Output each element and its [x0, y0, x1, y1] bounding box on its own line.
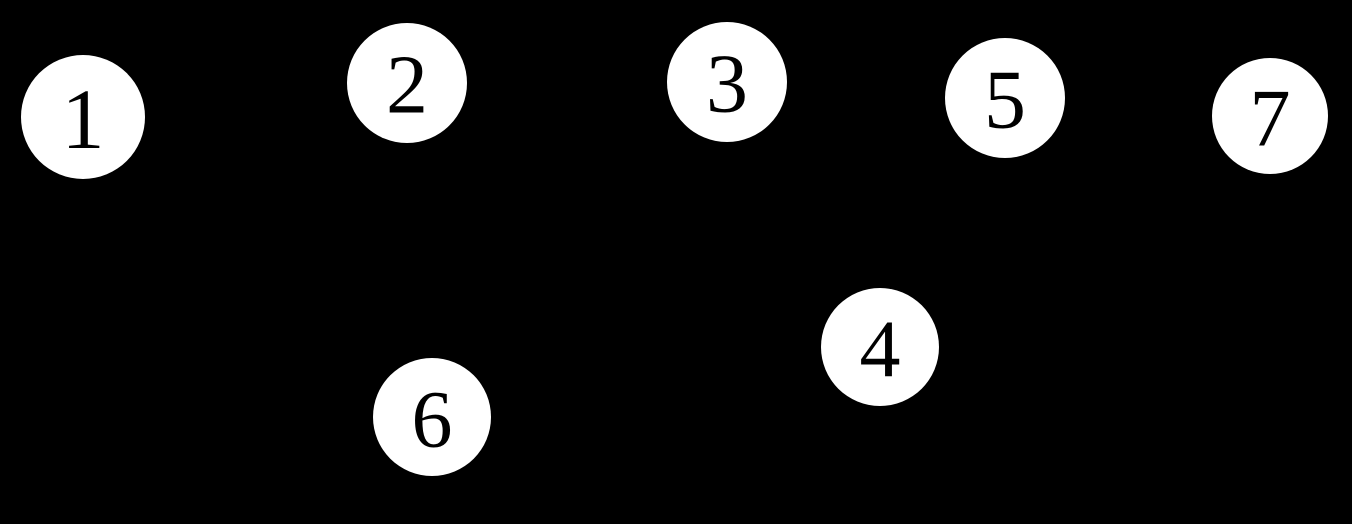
- node-circle[interactable]: [1212, 58, 1328, 174]
- node-label: 2: [386, 39, 428, 132]
- node-circle[interactable]: [821, 288, 939, 406]
- node-label: 3: [706, 38, 748, 131]
- graph-node-5[interactable]: 5: [945, 38, 1065, 158]
- node-label: 7: [1250, 73, 1291, 164]
- node-label: 4: [860, 304, 901, 395]
- node-label: 1: [62, 71, 105, 167]
- node-circle[interactable]: [347, 23, 467, 143]
- node-circle[interactable]: [21, 55, 145, 179]
- graph-node-7[interactable]: 7: [1212, 58, 1328, 174]
- node-circle[interactable]: [373, 358, 491, 476]
- graph-node-4[interactable]: 4: [821, 288, 939, 406]
- node-circle[interactable]: [945, 38, 1065, 158]
- graph-node-6[interactable]: 6: [373, 358, 491, 476]
- graph-node-2[interactable]: 2: [347, 23, 467, 143]
- node-circle[interactable]: [667, 22, 787, 142]
- node-layer: 1 2 3 4 5 6 7: [21, 22, 1328, 476]
- graph-node-3[interactable]: 3: [667, 22, 787, 142]
- node-label: 5: [984, 54, 1026, 147]
- graph-node-1[interactable]: 1: [21, 55, 145, 179]
- node-label: 6: [412, 374, 453, 465]
